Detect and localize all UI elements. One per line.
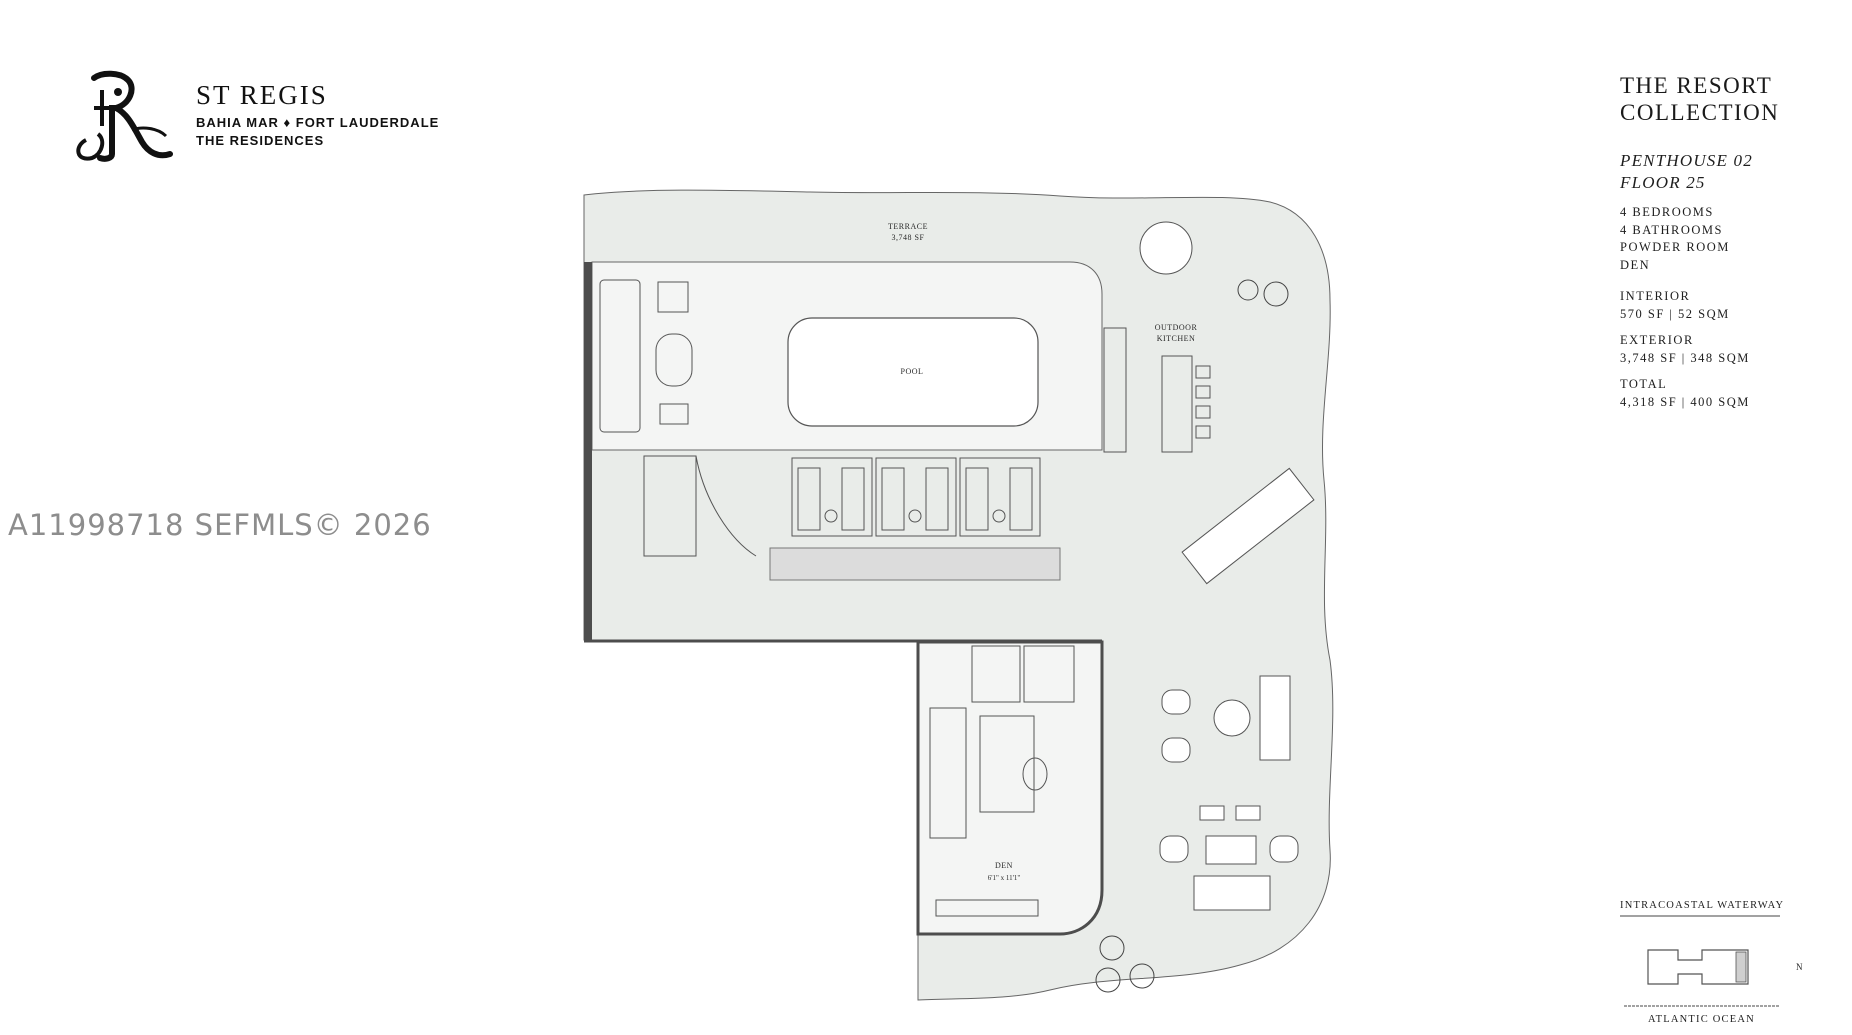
building-outline-icon bbox=[1647, 949, 1749, 985]
area-total: TOTAL 4,318 SF | 400 SQM bbox=[1620, 376, 1830, 411]
area-value: 3,748 SF | 348 SQM bbox=[1620, 350, 1750, 365]
brand-location: BAHIA MAR ♦ FORT LAUDERDALE bbox=[196, 115, 440, 130]
long-dining-table bbox=[1181, 467, 1315, 585]
st-regis-monogram-icon bbox=[76, 70, 173, 162]
brand-logo: ST REGIS BAHIA MAR ♦ FORT LAUDERDALE THE… bbox=[72, 70, 452, 170]
outdoor-kitchen bbox=[1103, 327, 1211, 453]
outdoor-kitchen-label-line1: OUTDOOR bbox=[1155, 323, 1198, 332]
north-label: N bbox=[1796, 962, 1803, 972]
outdoor-kitchen-label-line2: KITCHEN bbox=[1157, 334, 1196, 343]
west-wall bbox=[584, 262, 592, 642]
area-interior: INTERIOR 570 SF | 52 SQM bbox=[1620, 288, 1830, 323]
area-exterior: EXTERIOR 3,748 SF | 348 SQM bbox=[1620, 332, 1830, 367]
feature-item: DEN bbox=[1620, 257, 1651, 272]
west-stair bbox=[643, 455, 757, 557]
brand-name: ST REGIS bbox=[196, 80, 328, 110]
pool-label: POOL bbox=[901, 367, 924, 376]
intracoastal-waterway-label: INTRACOASTAL WATERWAY bbox=[1620, 900, 1785, 911]
unit-info-panel: THE RESORT COLLECTION PENTHOUSE 02 FLOOR… bbox=[1620, 72, 1830, 411]
lounge-chairs bbox=[791, 457, 1041, 537]
listing-watermark: A11998718 SEFMLS© 2026 bbox=[8, 508, 432, 542]
pool bbox=[787, 317, 1039, 427]
collection-title-line2: COLLECTION bbox=[1620, 100, 1780, 125]
feature-item: POWDER ROOM bbox=[1620, 240, 1730, 254]
unit-name: PENTHOUSE 02 bbox=[1620, 151, 1753, 170]
left-lounge-furniture bbox=[599, 279, 693, 433]
den-furniture bbox=[929, 645, 1075, 917]
den-label: DEN bbox=[995, 861, 1013, 870]
terrace-area-label: 3,748 SF bbox=[892, 233, 925, 242]
den-room bbox=[916, 640, 1104, 936]
orientation-key: INTRACOASTAL WATERWAY ATLANTIC OCEAN bbox=[1620, 900, 1783, 1030]
collection-title-line1: THE RESORT bbox=[1620, 73, 1773, 98]
area-label: INTERIOR bbox=[1620, 289, 1691, 303]
round-dining-table bbox=[1139, 221, 1193, 275]
area-label: EXTERIOR bbox=[1620, 333, 1694, 347]
south-lounge-seating bbox=[1159, 805, 1299, 911]
area-value: 4,318 SF | 400 SQM bbox=[1620, 394, 1750, 409]
planter-strip bbox=[769, 547, 1061, 581]
unit-floor: FLOOR 25 bbox=[1620, 173, 1706, 192]
feature-list: 4 BEDROOMS 4 BATHROOMS POWDER ROOM DEN bbox=[1620, 204, 1830, 274]
unit-highlight-icon bbox=[1735, 951, 1747, 983]
planter-trees bbox=[1095, 279, 1289, 993]
area-label: TOTAL bbox=[1620, 377, 1668, 391]
brand-residences: THE RESIDENCES bbox=[196, 133, 325, 148]
den-dimensions: 6'1" x 11'1" bbox=[988, 874, 1021, 882]
atlantic-ocean-label: ATLANTIC OCEAN bbox=[1648, 1014, 1755, 1025]
feature-item: 4 BATHROOMS bbox=[1620, 222, 1723, 237]
terrace-label: TERRACE bbox=[888, 222, 928, 231]
feature-item: 4 BEDROOMS bbox=[1620, 205, 1714, 219]
area-value: 570 SF | 52 SQM bbox=[1620, 306, 1730, 321]
building-key-diagram bbox=[1620, 915, 1780, 1007]
east-lounge-seating bbox=[1161, 675, 1291, 763]
